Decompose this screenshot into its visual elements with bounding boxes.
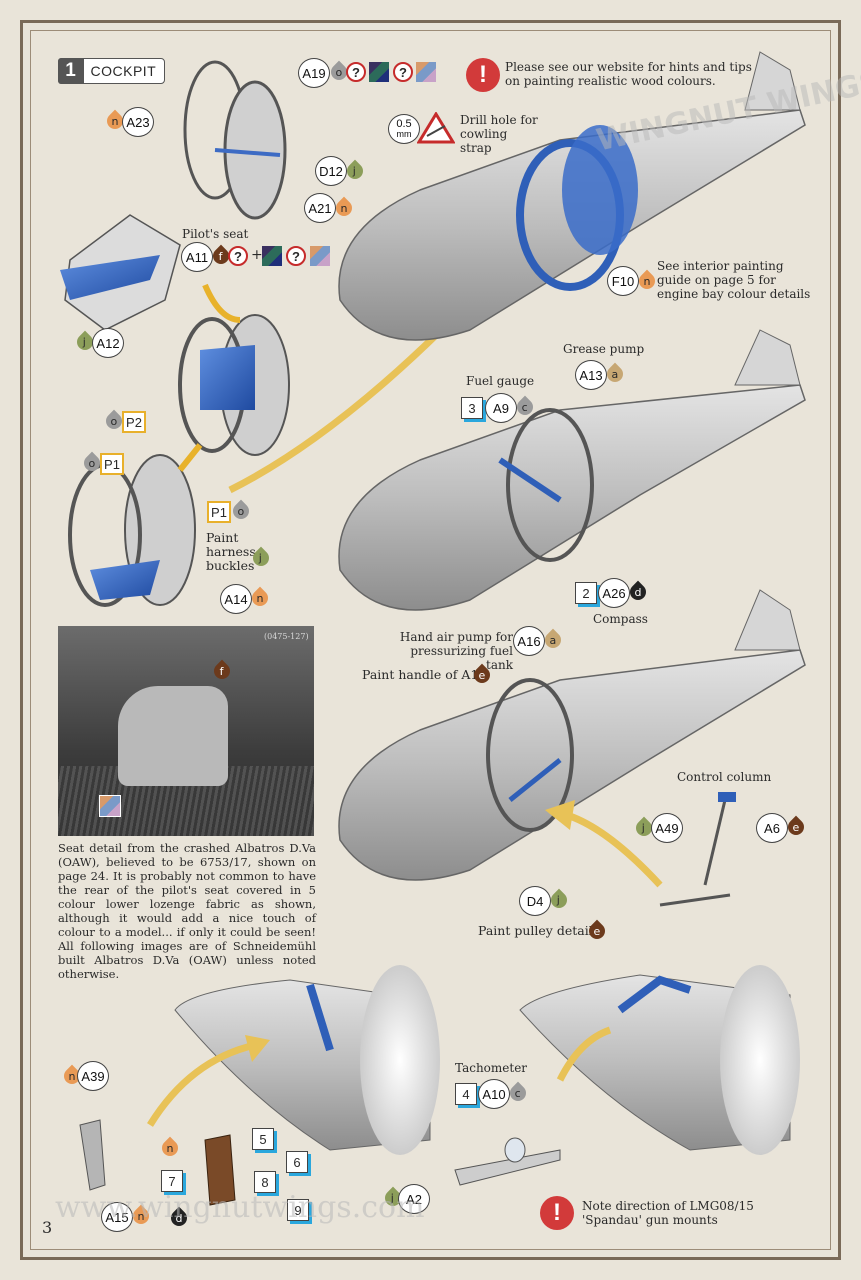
- step-number: 1: [57, 58, 84, 84]
- lozenge-swatch-icon: [369, 62, 389, 82]
- compass-label: Compass: [593, 612, 648, 626]
- part-a16: A16: [513, 626, 545, 656]
- paint-pulley-note: Paint pulley detail: [478, 923, 593, 938]
- part-a39-shape: [79, 1119, 106, 1191]
- unknown-colour-icon: ?: [346, 62, 366, 82]
- step-ref-9: 9: [287, 1199, 309, 1221]
- page-frame-outer: [20, 20, 841, 1260]
- step-title: COCKPIT: [90, 63, 157, 79]
- part-a26: A26: [598, 578, 630, 608]
- lozenge-swatch-light-icon-2: [310, 246, 330, 266]
- part-p1-2: P1: [207, 501, 231, 523]
- unknown-colour-icon-2: ?: [393, 62, 413, 82]
- seat-frame-assembly: [178, 314, 290, 456]
- drill-note: Drill hole for cowling strap: [460, 113, 538, 155]
- part-a9: A9: [485, 393, 517, 423]
- plus-sign: +: [251, 247, 263, 263]
- part-a23: A23: [122, 107, 154, 137]
- drill-warning-icon: [417, 112, 455, 144]
- hand-air-pump-label: Hand air pump for pressurizing fuel tank: [399, 630, 513, 672]
- part-a14: A14: [220, 584, 252, 614]
- photo-ref: (0475-127): [264, 632, 309, 641]
- part-a15: A15: [101, 1202, 133, 1232]
- pilot-seat-label: Pilot's seat: [182, 227, 249, 241]
- control-column-part: [659, 792, 736, 907]
- step-header: 1 COCKPIT: [57, 58, 166, 84]
- drill-unit: mm: [396, 129, 412, 139]
- step-ref-5: 5: [252, 1128, 274, 1150]
- step-ref-2: 2: [575, 582, 597, 604]
- lozenge-swatch-icon-2: [262, 246, 282, 266]
- frame-with-harness: [68, 454, 196, 607]
- part-brown-bracket: [204, 1134, 236, 1206]
- part-a13: A13: [575, 360, 607, 390]
- fuselage-3: [338, 589, 806, 888]
- part-a10-shape: [504, 1137, 526, 1163]
- unknown-colour-icon-3: ?: [228, 246, 248, 266]
- cockpit-detail-right: [519, 965, 800, 1155]
- tachometer-label: Tachometer: [455, 1061, 528, 1075]
- drill-size: 0.5: [396, 118, 412, 130]
- pilot-seat-part: [60, 214, 181, 331]
- paint-drop-f-2: f: [210, 659, 234, 683]
- website-note: Please see our website for hints and tip…: [505, 60, 752, 88]
- part-p1: P1: [100, 453, 124, 475]
- warning-icon-2: !: [540, 1196, 574, 1230]
- part-a6: A6: [756, 813, 788, 843]
- step-ref-6: 6: [286, 1151, 308, 1173]
- photo-caption: Seat detail from the crashed Albatros D.…: [58, 841, 316, 981]
- part-a19: A19: [298, 58, 330, 88]
- drill-size-badge: 0.5 mm: [388, 114, 420, 144]
- part-d12: D12: [315, 156, 347, 186]
- part-a12: A12: [92, 328, 124, 358]
- arrow-frame: [177, 443, 203, 472]
- reference-photo: (0475-127) f: [58, 626, 314, 836]
- bulkhead-frames-top: [183, 60, 287, 220]
- control-column-label: Control column: [677, 770, 772, 784]
- fuselage-2: [338, 329, 806, 611]
- part-a11: A11: [181, 242, 213, 272]
- part-a49: A49: [651, 813, 683, 843]
- interior-note: See interior painting guide on page 5 fo…: [657, 259, 811, 301]
- part-a10: A10: [478, 1079, 510, 1109]
- part-f10: F10: [607, 266, 639, 296]
- grease-pump-label: Grease pump: [563, 342, 645, 356]
- step-ref-4: 4: [455, 1083, 477, 1105]
- part-a39: A39: [77, 1061, 109, 1091]
- page-number: 3: [42, 1218, 53, 1237]
- photo-seat: [118, 686, 228, 786]
- paint-a16-note: Paint handle of A16: [362, 667, 487, 682]
- cockpit-detail-left: [147, 965, 440, 1155]
- part-d4: D4: [519, 886, 551, 916]
- spandau-note: Note direction of LMG08/15 'Spandau' gun…: [582, 1199, 754, 1227]
- part-a21: A21: [304, 193, 336, 223]
- unknown-colour-icon-4: ?: [286, 246, 306, 266]
- step-ref-3: 3: [461, 397, 483, 419]
- step-ref-7: 7: [161, 1170, 183, 1192]
- warning-icon: !: [466, 58, 500, 92]
- page-frame-inner: [30, 30, 831, 1250]
- harness-note: Paint harness buckles: [206, 530, 256, 573]
- part-p2: P2: [122, 411, 146, 433]
- fuel-gauge-label: Fuel gauge: [466, 374, 535, 388]
- lozenge-swatch-photo-icon: [99, 795, 121, 817]
- arrow-seat: [202, 283, 241, 323]
- step-ref-8: 8: [254, 1171, 276, 1193]
- footer-watermark-url: www.wingnutwings.com: [55, 1190, 425, 1225]
- lozenge-swatch-light-icon: [416, 62, 436, 82]
- part-a2-shape: [454, 1149, 561, 1186]
- part-a2: A2: [398, 1184, 430, 1214]
